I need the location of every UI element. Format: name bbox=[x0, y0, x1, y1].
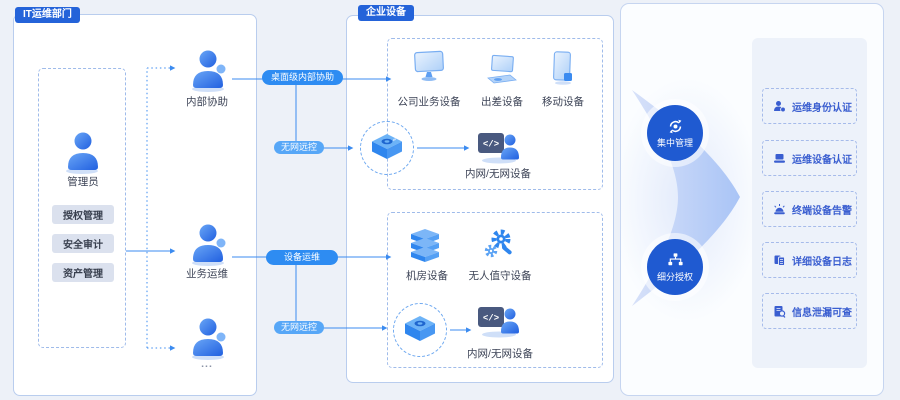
svg-text:</>: </> bbox=[483, 314, 499, 324]
device-ops-flow-pill: 设备运维 bbox=[266, 250, 339, 265]
doc-search-icon bbox=[774, 305, 786, 318]
it-ops-panel-title: IT运维部门 bbox=[15, 7, 80, 23]
laptop-icon bbox=[485, 54, 519, 86]
feature-label: 终端设备告警 bbox=[792, 205, 852, 217]
server-stack-icon bbox=[406, 227, 444, 267]
offline-remote-flow-pill-bottom: 无网远控 bbox=[274, 321, 325, 334]
desktop-assist-flow-pill: 桌面级内部协助 bbox=[262, 70, 344, 85]
admin-label: 管理员 bbox=[67, 176, 99, 188]
alarm-icon bbox=[774, 203, 785, 214]
big-flow-arrow bbox=[632, 90, 740, 306]
intranet-offline-device-icon-bottom: </> bbox=[478, 300, 520, 338]
monitor-icon bbox=[413, 50, 445, 84]
centralized-management-label: 集中管理 bbox=[656, 137, 693, 148]
gears-wrench-icon bbox=[482, 226, 518, 262]
mobile-devices-label: 移动设备 bbox=[542, 96, 584, 108]
company-devices-label: 公司业务设备 bbox=[397, 96, 461, 108]
offline-gateway-circle-bottom bbox=[393, 303, 447, 357]
admin-group-box bbox=[38, 68, 126, 348]
feature-info-leak-trace: 信息泄漏可查 bbox=[762, 293, 857, 329]
feature-label: 详细设备日志 bbox=[792, 256, 852, 268]
org-tree-icon bbox=[667, 252, 683, 265]
intranet-offline-label-bottom: 内网/无网设备 bbox=[467, 348, 533, 360]
feature-label: 信息泄漏可查 bbox=[792, 307, 852, 319]
internal-assist-person-icon bbox=[190, 48, 228, 92]
tablet-icon bbox=[550, 50, 576, 86]
unattended-devices-label: 无人值守设备 bbox=[468, 270, 532, 282]
more-roles-person-icon bbox=[190, 316, 228, 360]
log-pages-icon bbox=[774, 255, 785, 266]
travel-devices-label: 出差设备 bbox=[481, 96, 523, 108]
feature-list: 运维身份认证 运维设备认证 终端设备告警 bbox=[752, 38, 867, 368]
business-ops-label: 业务运维 bbox=[186, 268, 228, 280]
intranet-offline-device-icon-top: </> bbox=[478, 126, 520, 164]
feature-ops-device-auth: 运维设备认证 bbox=[762, 140, 857, 176]
admin-person-icon bbox=[64, 130, 102, 174]
business-ops-person-icon bbox=[190, 222, 228, 266]
person-id-icon bbox=[774, 100, 786, 112]
feature-terminal-alert: 终端设备告警 bbox=[762, 191, 857, 227]
svg-text:</>: </> bbox=[483, 140, 499, 150]
asset-management-button: 资产管理 bbox=[52, 263, 114, 282]
device-auth-icon bbox=[774, 153, 785, 163]
sync-arrows-icon bbox=[669, 119, 681, 133]
more-roles-label: ... bbox=[201, 358, 213, 370]
server-room-devices-label: 机房设备 bbox=[406, 270, 448, 282]
office-devices-group-box bbox=[387, 38, 603, 190]
offline-gateway-circle-top bbox=[360, 121, 414, 175]
granular-authorization-circle: 细分授权 bbox=[647, 239, 703, 295]
machine-devices-group-box bbox=[387, 212, 603, 368]
internal-assist-label: 内部协助 bbox=[186, 96, 228, 108]
intranet-offline-label-top: 内网/无网设备 bbox=[465, 168, 531, 180]
feature-label: 运维身份认证 bbox=[792, 102, 852, 114]
mini-pc-box-icon bbox=[405, 316, 435, 341]
offline-remote-flow-pill-top: 无网远控 bbox=[274, 141, 325, 154]
mini-pc-box-icon bbox=[372, 134, 402, 159]
security-audit-button: 安全审计 bbox=[52, 234, 114, 253]
feature-label: 运维设备认证 bbox=[792, 154, 852, 166]
enterprise-devices-panel-title: 企业设备 bbox=[358, 5, 414, 21]
centralized-management-circle: 集中管理 bbox=[647, 105, 703, 161]
feature-ops-identity-auth: 运维身份认证 bbox=[762, 88, 857, 124]
auth-management-button: 授权管理 bbox=[52, 205, 114, 224]
granular-authorization-label: 细分授权 bbox=[656, 271, 693, 282]
feature-device-logs: 详细设备日志 bbox=[762, 242, 857, 278]
